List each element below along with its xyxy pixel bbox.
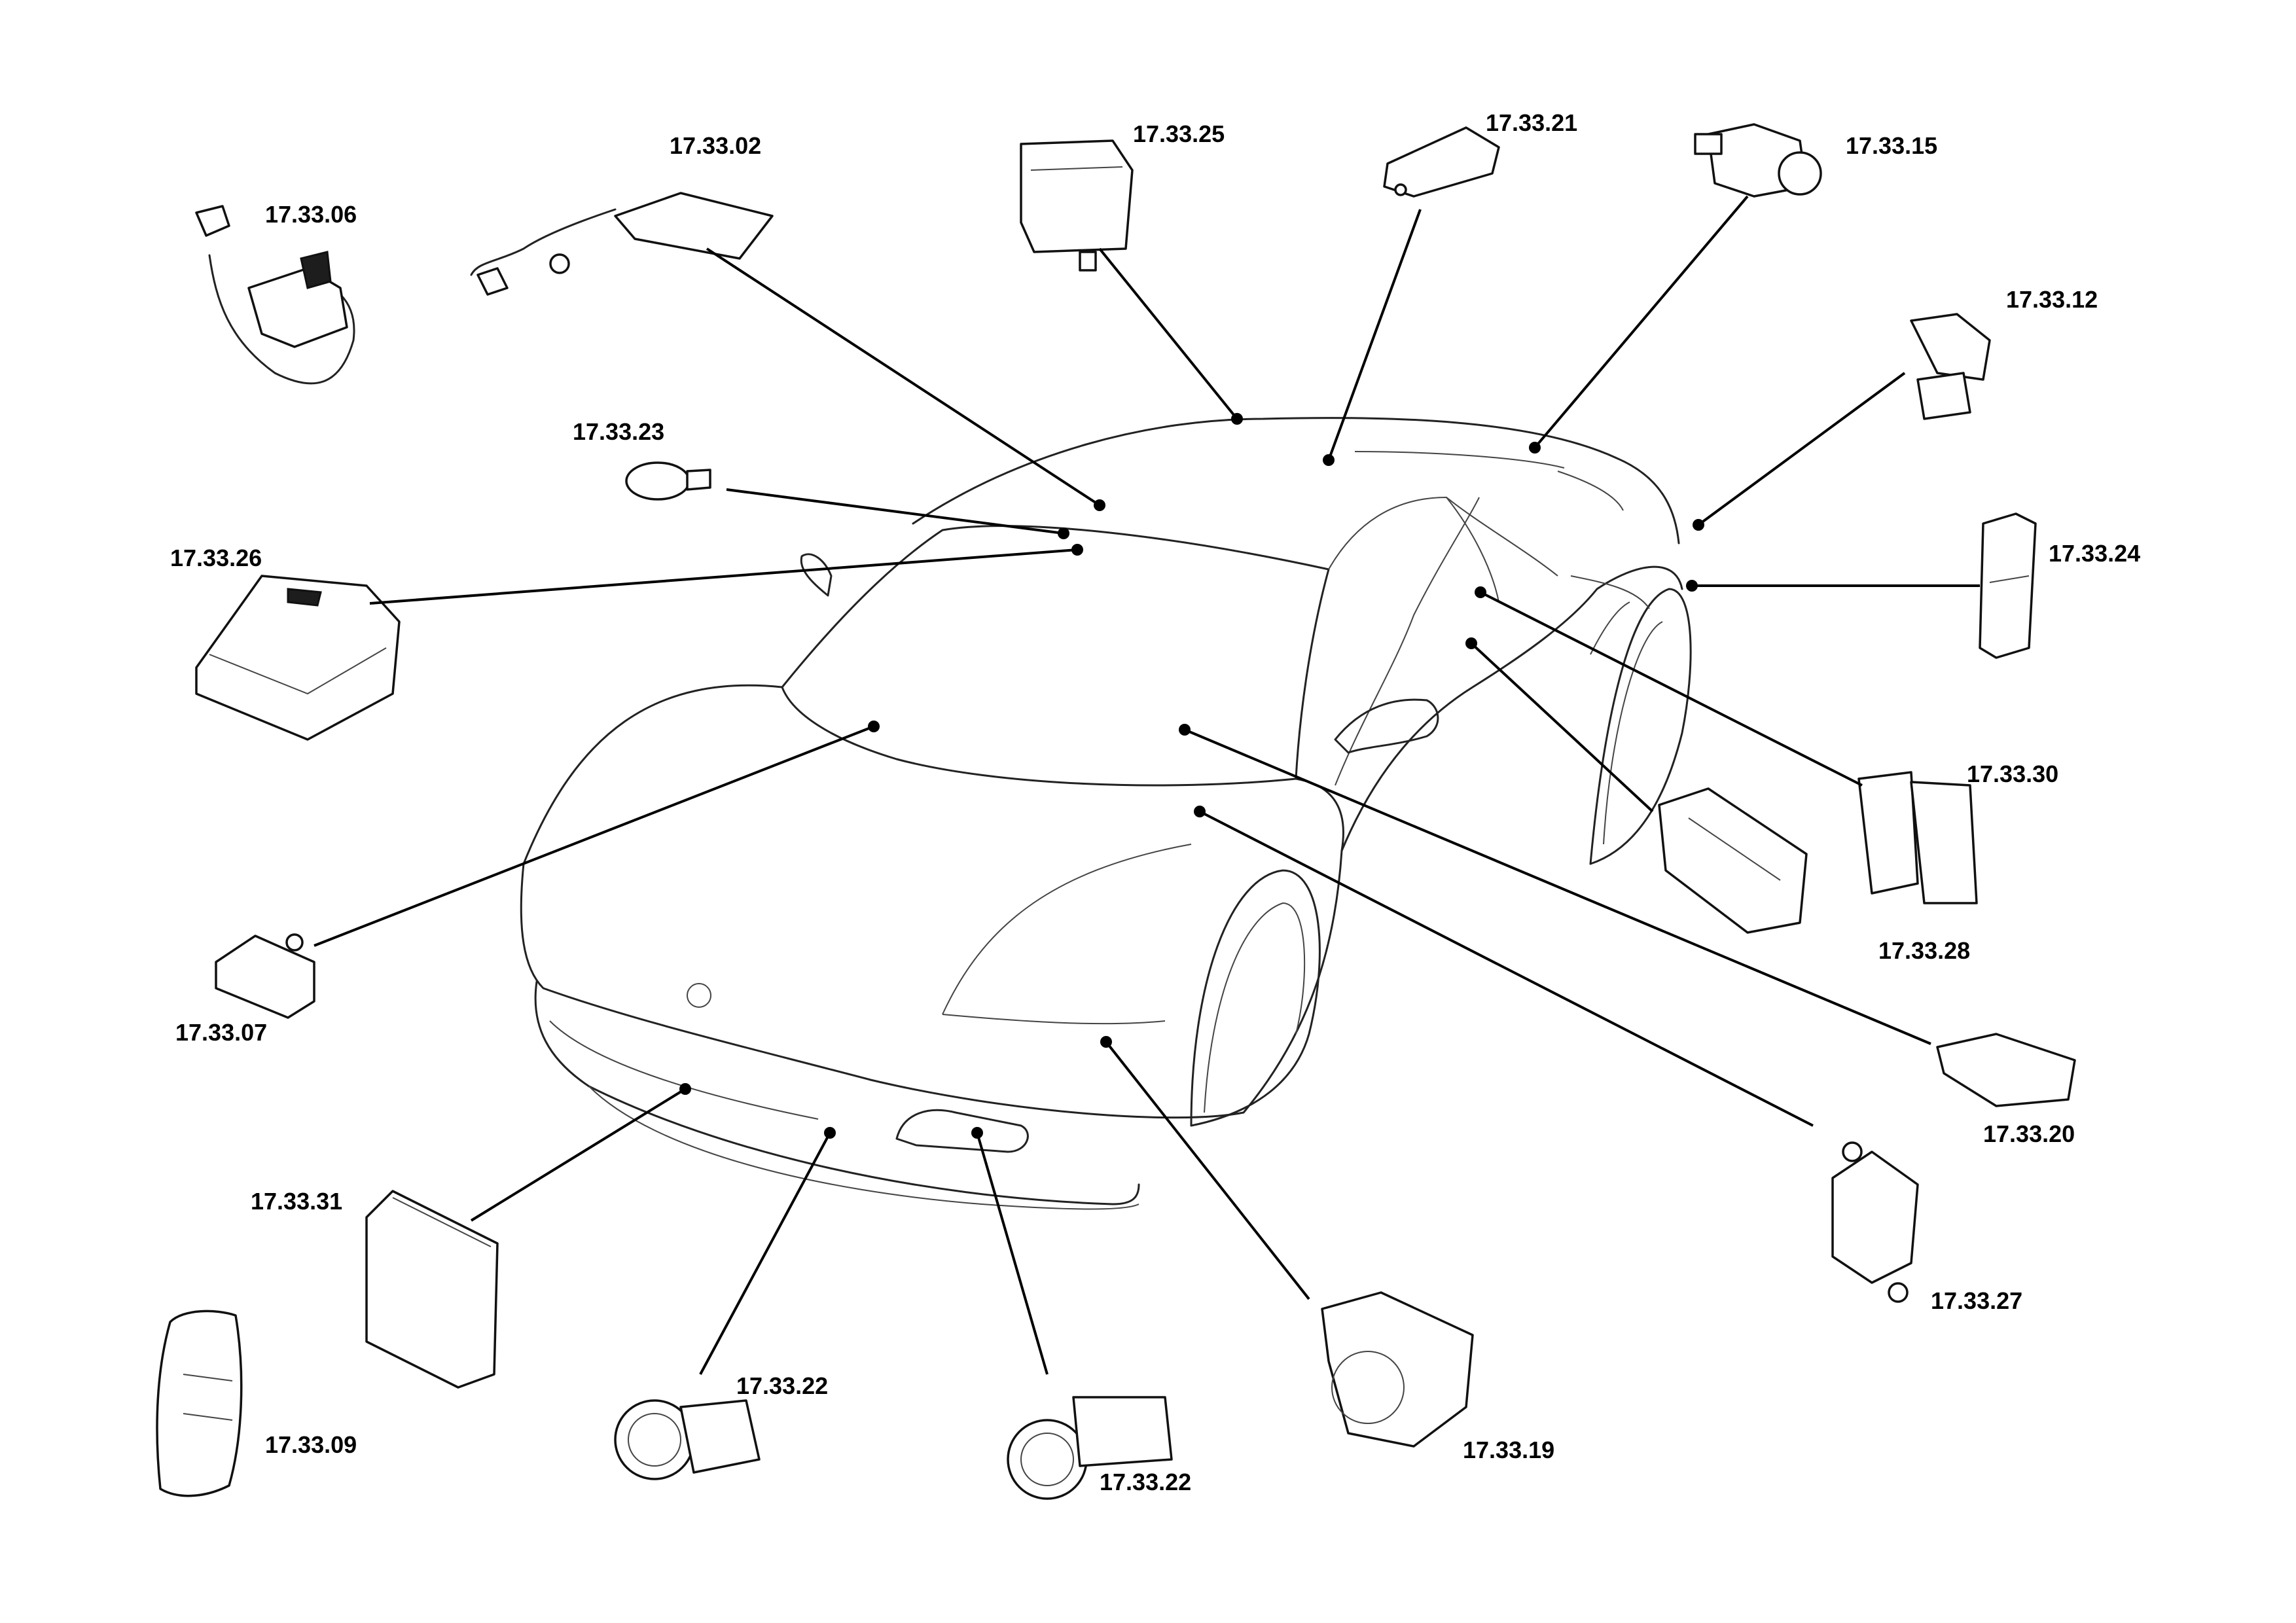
callout-label-17-33-20: 17.33.20 <box>1983 1120 2075 1147</box>
callout-dot-17-33-31 <box>679 1083 691 1095</box>
callout-label-17-33-30: 17.33.30 <box>1967 760 2059 787</box>
part-illustration-17-33-22-a <box>614 1399 761 1480</box>
part-illustration-17-33-19 <box>1321 1291 1474 1448</box>
callout-dot-17-33-28 <box>1465 637 1477 649</box>
callout-label-17-33-12: 17.33.12 <box>2006 286 2098 313</box>
part-illustration-17-33-09 <box>156 1310 243 1497</box>
callout-label-17-33-21: 17.33.21 <box>1486 109 1578 136</box>
callout-dot-17-33-23 <box>1058 527 1069 539</box>
callout-dot-17-33-21 <box>1323 454 1335 466</box>
callout-label-17-33-09: 17.33.09 <box>265 1431 357 1458</box>
part-illustration-17-33-22-b <box>1007 1396 1173 1500</box>
callout-dot-17-33-19 <box>1100 1036 1112 1048</box>
part-illustration-17-33-31 <box>365 1190 499 1389</box>
callout-label-17-33-27: 17.33.27 <box>1931 1287 2023 1314</box>
part-illustration-17-33-15 <box>1694 123 1822 198</box>
part-illustration-17-33-20 <box>1936 1033 2076 1107</box>
callout-label-17-33-28: 17.33.28 <box>1878 937 1971 964</box>
callout-label-17-33-25: 17.33.25 <box>1133 120 1225 147</box>
callout-dot-17-33-22-b <box>971 1127 983 1139</box>
leader-lines <box>314 195 1980 1375</box>
part-illustration-17-33-28 <box>1658 787 1808 934</box>
callout-label-17-33-23: 17.33.23 <box>573 418 665 445</box>
part-illustration-17-33-26 <box>195 575 401 741</box>
part-illustration-17-33-24 <box>1979 512 2037 659</box>
part-illustration-17-33-27 <box>1831 1141 1919 1303</box>
car-body-illustration <box>520 417 1692 1210</box>
callout-dot-17-33-26 <box>1071 544 1083 556</box>
callout-label-17-33-22-a: 17.33.22 <box>736 1372 829 1399</box>
callout-dot-17-33-20 <box>1179 724 1191 736</box>
part-illustration-17-33-30 <box>1857 771 1978 904</box>
callout-dot-17-33-30 <box>1475 586 1486 598</box>
part-illustration-17-33-25 <box>1020 139 1134 272</box>
callout-dot-17-33-07 <box>868 721 880 732</box>
callout-dot-17-33-02 <box>1094 499 1105 511</box>
part-illustration-17-33-06 <box>195 205 355 385</box>
callout-dot-17-33-27 <box>1194 806 1206 817</box>
callout-dot-17-33-25 <box>1231 413 1243 425</box>
callout-label-17-33-15: 17.33.15 <box>1846 132 1938 159</box>
callout-dot-17-33-12 <box>1693 519 1704 531</box>
part-illustration-17-33-12 <box>1910 313 1991 420</box>
callout-label-17-33-22-b: 17.33.22 <box>1100 1469 1192 1495</box>
callout-dot-17-33-22-a <box>824 1127 836 1139</box>
callout-label-17-33-19: 17.33.19 <box>1463 1436 1555 1463</box>
part-illustration-17-33-23 <box>625 461 711 501</box>
callout-label-17-33-26: 17.33.26 <box>170 544 262 571</box>
part-illustration-17-33-07 <box>215 933 315 1019</box>
callout-label-17-33-31: 17.33.31 <box>251 1188 343 1215</box>
part-illustration-17-33-21 <box>1383 126 1500 198</box>
callout-label-17-33-06: 17.33.06 <box>265 201 357 228</box>
callout-label-17-33-07: 17.33.07 <box>175 1019 268 1046</box>
callout-label-17-33-02: 17.33.02 <box>670 132 762 159</box>
callout-dot-17-33-24 <box>1686 580 1698 592</box>
callout-label-17-33-24: 17.33.24 <box>2049 540 2141 567</box>
callout-dot-17-33-15 <box>1529 442 1541 454</box>
part-illustration-17-33-02 <box>470 192 774 296</box>
